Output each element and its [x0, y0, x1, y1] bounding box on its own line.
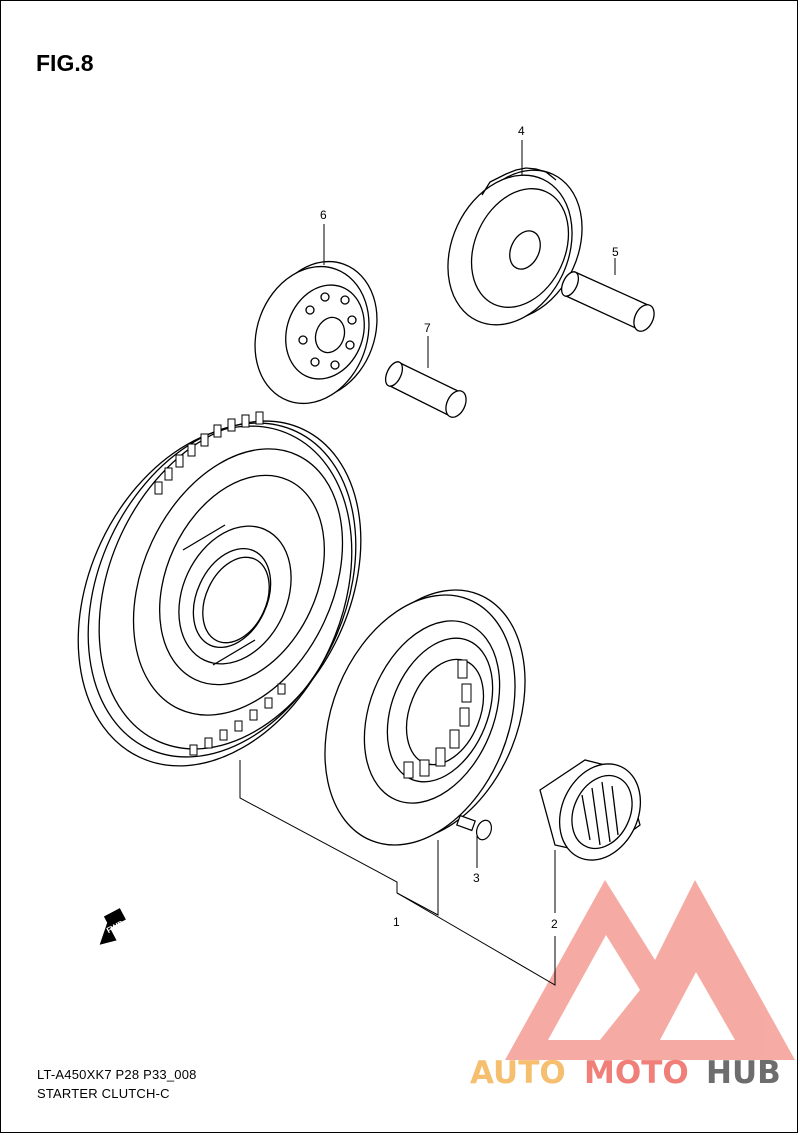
- figure-label: FIG.8: [36, 50, 94, 76]
- callouts: 4 5 6 7 3 1 2: [320, 124, 619, 931]
- callout-6: 6: [320, 208, 327, 222]
- callout-4: 4: [518, 124, 525, 138]
- callout-3: 3: [473, 871, 480, 885]
- shaft-lower: [384, 361, 467, 418]
- diagram-caption: STARTER CLUTCH-C: [37, 1086, 170, 1101]
- callout-1: 1: [393, 915, 400, 929]
- gear-6: [254, 260, 378, 405]
- callout-7: 7: [424, 321, 431, 335]
- starter-driven-gear: [77, 420, 362, 767]
- watermark-text: AUTO MOTO HUB: [470, 1055, 781, 1091]
- watermark-moto: MOTO: [584, 1055, 689, 1091]
- watermark-logo: [505, 880, 795, 1060]
- starter-driven-gear-teeth: [154, 411, 286, 756]
- shaft-upper: [560, 271, 655, 332]
- model-code: LT-A450XK7 P28 P33_008: [37, 1067, 197, 1082]
- watermark-auto: AUTO: [470, 1055, 566, 1091]
- leader-lines: [239, 140, 616, 986]
- one-way-clutch-rollers: [403, 659, 472, 779]
- needle-bearing: [539, 759, 642, 861]
- bolt: [456, 814, 493, 841]
- fwd-arrow: FWD: [99, 908, 126, 945]
- callout-2: 2: [551, 917, 558, 931]
- idle-gear: [447, 167, 583, 326]
- callout-5: 5: [612, 245, 619, 259]
- watermark-hub: HUB: [706, 1055, 781, 1091]
